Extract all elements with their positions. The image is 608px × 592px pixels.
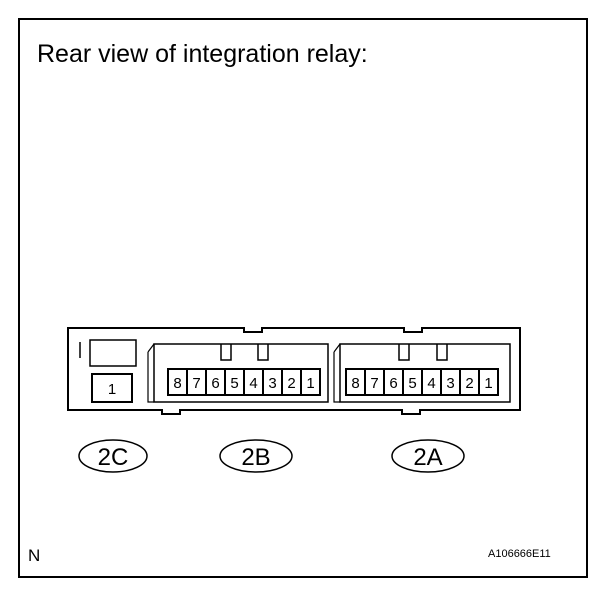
diagram-title: Rear view of integration relay: — [37, 40, 368, 68]
connector-2a-pin-1: 1 — [484, 375, 492, 392]
connector-2b-lock-tabs — [220, 344, 269, 361]
connector-2b-pin-5: 5 — [230, 375, 238, 392]
connector-2a-outer-trim — [333, 343, 341, 403]
diagram-frame — [18, 18, 588, 578]
svg-text:2C: 2C — [98, 444, 129, 471]
orientation-mark: N — [28, 546, 41, 565]
reference-code: A106666E11 — [488, 548, 551, 560]
connector-label-2c: 2C — [78, 439, 148, 473]
connector-2c-pin-1-label: 1 — [108, 381, 116, 398]
connector-2b-pin-4: 4 — [249, 375, 257, 392]
connector-2a-pin-4: 4 — [427, 375, 435, 392]
connector-2c-latch — [89, 339, 137, 367]
connector-2a-pin-2: 2 — [465, 375, 473, 392]
connector-2a-pin-5: 5 — [408, 375, 416, 392]
connector-label-2b: 2B — [219, 439, 293, 473]
connector-2a-pin-7: 7 — [370, 375, 378, 392]
connector-2a-pin-6: 6 — [389, 375, 397, 392]
connector-2b-pin-6: 6 — [211, 375, 219, 392]
connector-2a-lock-tabs — [398, 344, 448, 361]
connector-2b-pin-7: 7 — [192, 375, 200, 392]
connector-2a-pin-3: 3 — [446, 375, 454, 392]
connector-2c-pin-1 — [91, 373, 133, 403]
connector-2a: 8 7 6 5 4 3 2 1 — [333, 343, 511, 403]
connector-2a-pin-8: 8 — [351, 375, 359, 392]
connector-label-2a: 2A — [391, 439, 465, 473]
connector-2b-pin-8: 8 — [173, 375, 181, 392]
svg-text:2A: 2A — [413, 444, 442, 471]
connector-2b-pin-3: 3 — [268, 375, 276, 392]
svg-text:2B: 2B — [241, 444, 270, 471]
connector-2b-pin-1: 1 — [306, 375, 314, 392]
connector-2b: 8 7 6 5 4 3 2 1 — [147, 343, 329, 403]
connector-2b-outer-trim — [147, 343, 155, 403]
connector-2b-pin-2: 2 — [287, 375, 295, 392]
connector-2c: 1 — [79, 339, 137, 403]
